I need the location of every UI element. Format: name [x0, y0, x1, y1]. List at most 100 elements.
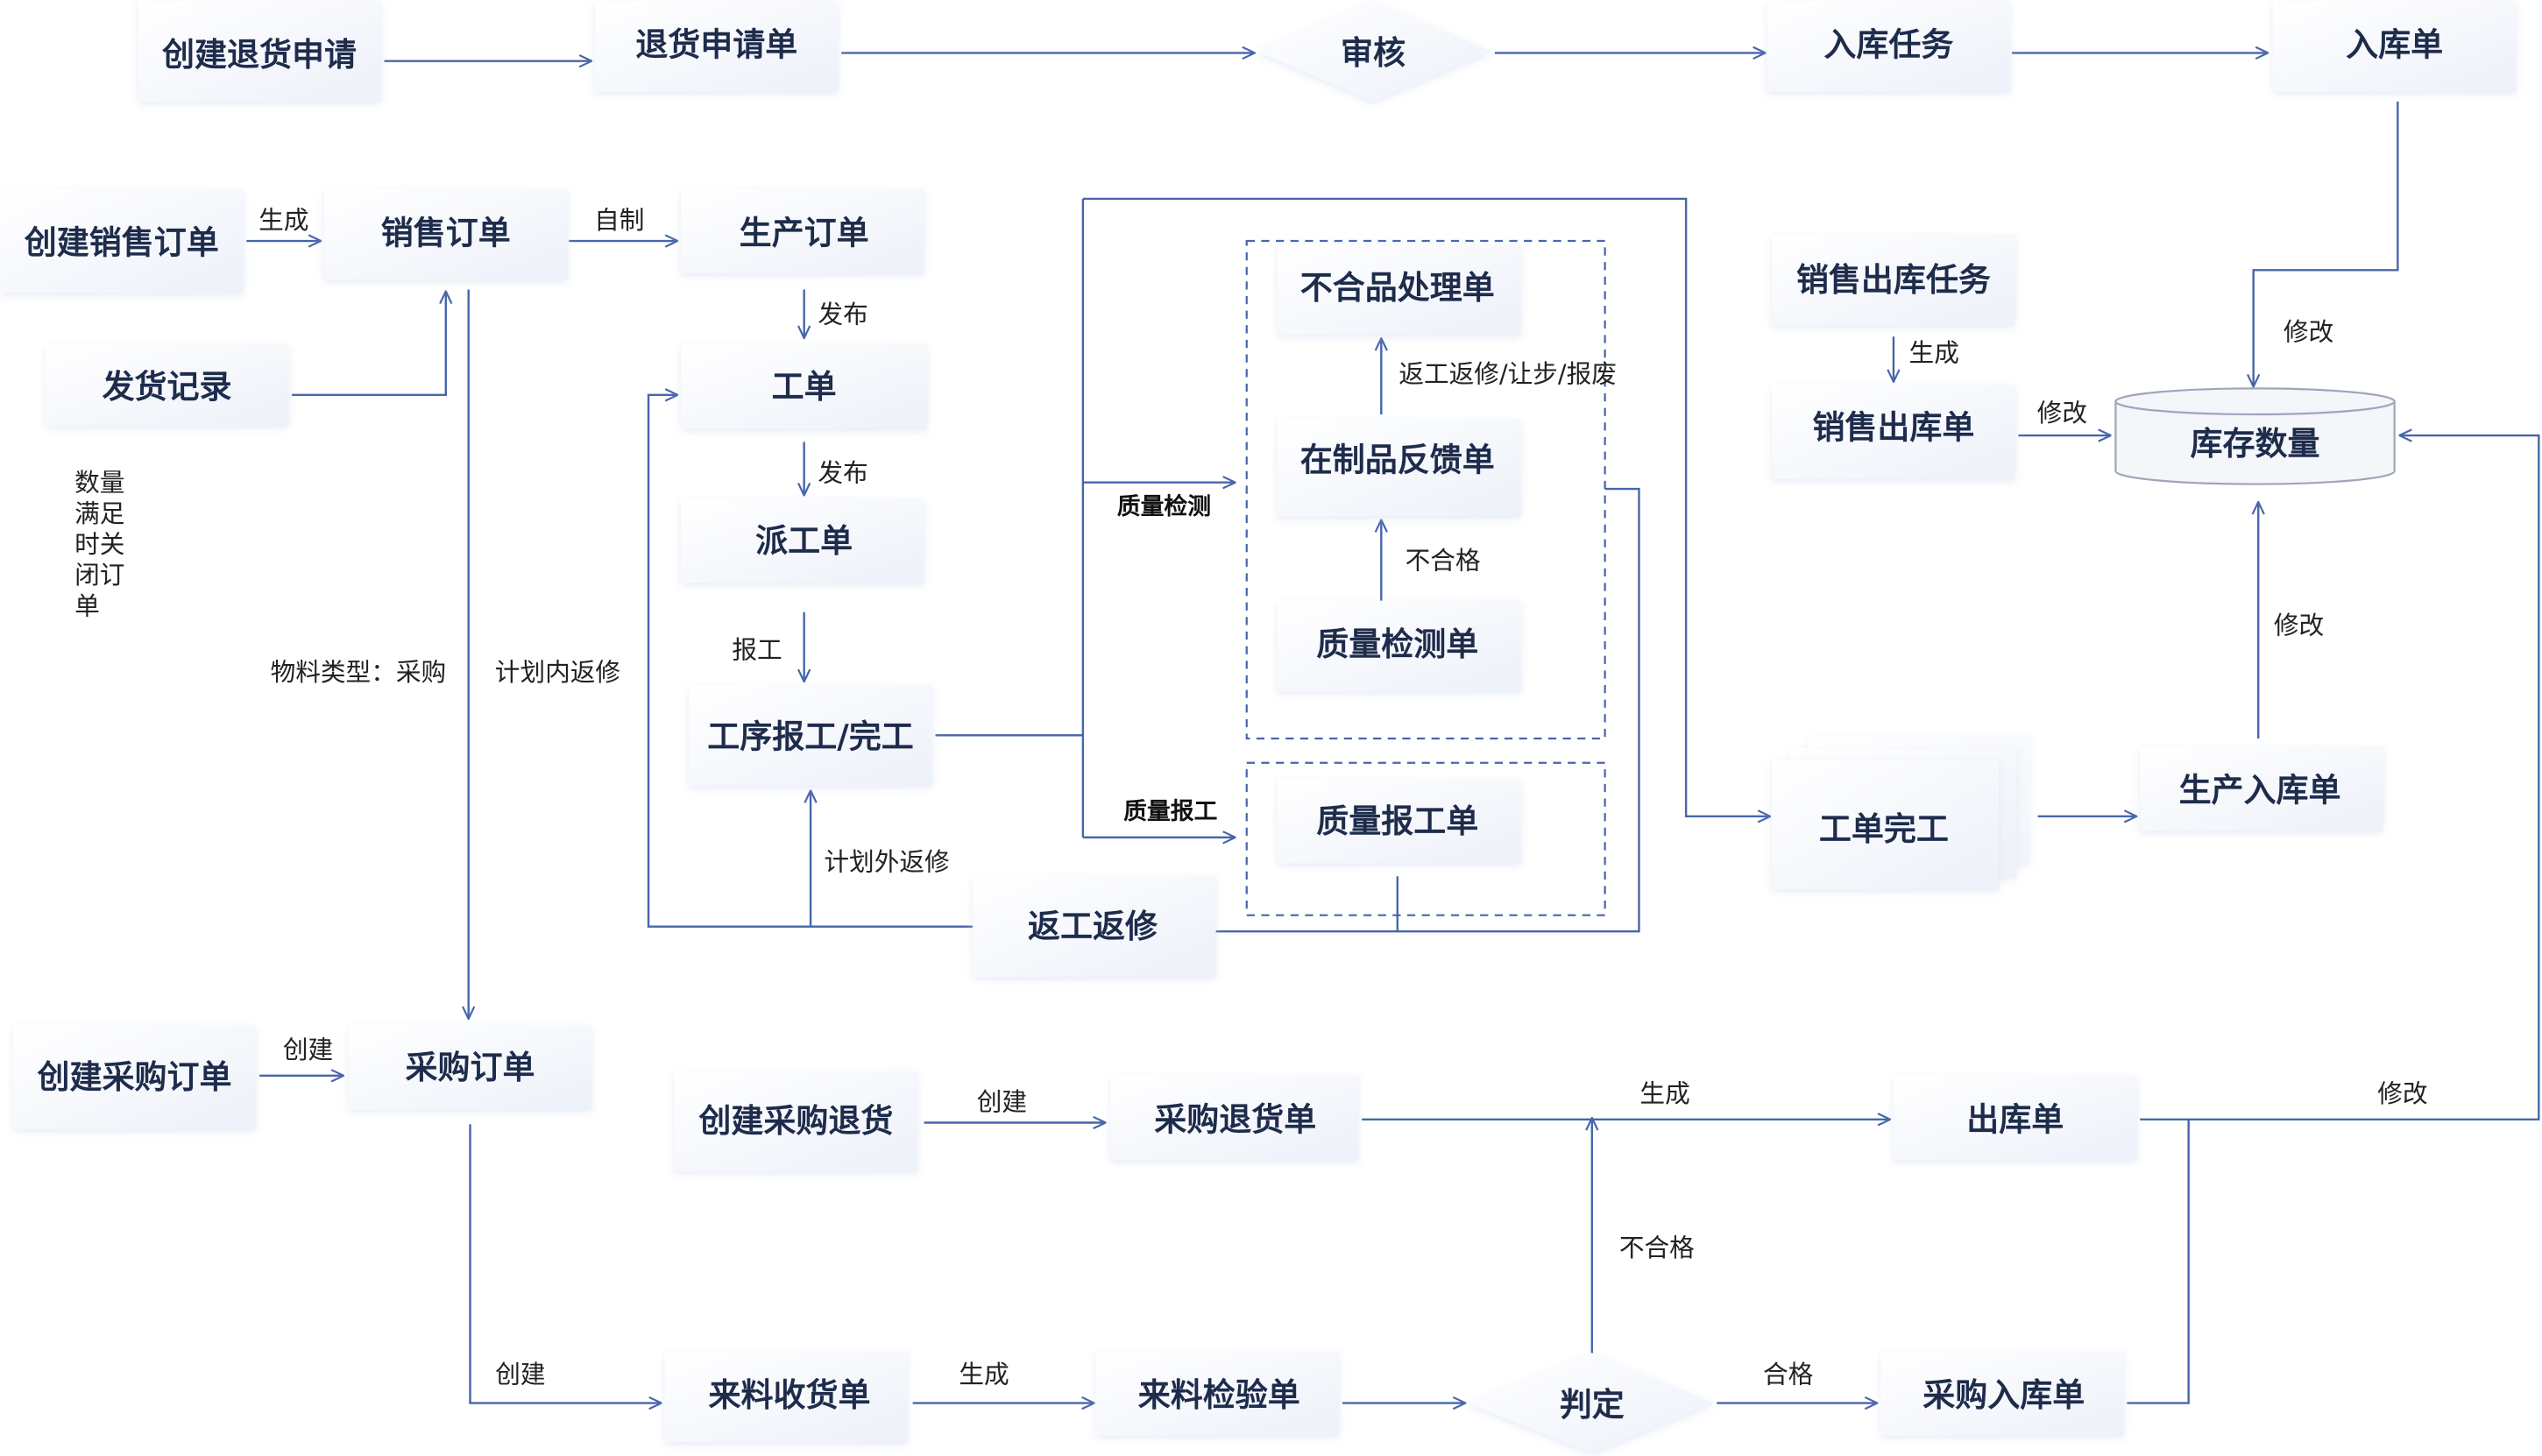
label-rework-options: 返工返修/让步/报废 — [1398, 359, 1617, 389]
node-label: 判定 — [1560, 1386, 1625, 1424]
label-unplanned-rework: 计划外返修 — [824, 847, 949, 877]
label-publish-1: 发布 — [818, 299, 867, 329]
edge-purchase-inbound-to-modify-line — [2127, 1119, 2190, 1404]
node-label: 创建退货申请 — [161, 36, 357, 74]
node-label: 工单完工 — [1819, 810, 1949, 848]
node-purchase-inbound: 采购入库单 — [1880, 1351, 2124, 1436]
node-create-purchase-return: 创建采购退货 — [674, 1071, 918, 1172]
node-purchase-order: 采购订单 — [348, 1025, 592, 1110]
node-purchase-return-form: 采购退货单 — [1110, 1075, 1359, 1161]
node-wip-feedback: 在制品反馈单 — [1277, 419, 1521, 517]
node-incoming-inspection: 来料检验单 — [1095, 1351, 1340, 1436]
label-generate-outbound: 生成 — [1909, 338, 1959, 368]
node-quality-report-form: 质量报工单 — [1277, 779, 1521, 864]
label-material-purchase: 物料类型：采购 — [271, 657, 447, 687]
label-quality-report: 质量报工 — [1123, 798, 1217, 825]
node-label: 不合品处理单 — [1300, 269, 1495, 307]
node-create-purchase-order: 创建采购订单 — [12, 1025, 257, 1129]
node-label: 入库单 — [2346, 26, 2443, 64]
label-generate-out-form: 生成 — [1639, 1078, 1689, 1108]
node-sales-outbound-form: 销售出库单 — [1772, 385, 2015, 480]
node-production-order: 生产订单 — [681, 188, 924, 274]
note-line: 满足 — [74, 498, 124, 528]
quality-group-box — [1245, 239, 1606, 740]
note-line: 单 — [74, 590, 100, 620]
node-label: 创建采购订单 — [37, 1058, 232, 1096]
node-sales-order: 销售订单 — [324, 188, 568, 280]
node-rework: 返工返修 — [973, 876, 1216, 977]
node-label: 审核 — [1341, 34, 1406, 72]
edge-inbound-form-to-inventory — [2254, 101, 2399, 387]
node-quality-inspection-form: 质量检测单 — [1277, 600, 1521, 692]
label-unqualified-2: 不合格 — [1619, 1233, 1695, 1262]
node-label: 生产入库单 — [2179, 772, 2341, 809]
node-label: 生产订单 — [740, 214, 869, 251]
label-modify-1: 修改 — [2037, 398, 2087, 428]
node-shipment-record: 发货记录 — [45, 344, 289, 426]
close-order-note: 数量 满足 时关 闭订 单 — [74, 468, 124, 621]
node-label: 工序报工/完工 — [707, 718, 914, 756]
quality-report-group-box — [1245, 761, 1606, 916]
node-nonconforming-form: 不合品处理单 — [1277, 244, 1521, 336]
node-label: 发货记录 — [103, 368, 232, 406]
label-unqualified-1: 不合格 — [1406, 546, 1481, 576]
label-create-3: 创建 — [977, 1086, 1027, 1116]
node-label: 返工返修 — [1028, 908, 1158, 945]
label-quality-check: 质量检测 — [1117, 492, 1211, 520]
node-label: 来料检验单 — [1138, 1376, 1300, 1414]
node-label: 销售出库任务 — [1796, 261, 1991, 299]
node-judgment-diamond: 判定 — [1467, 1353, 1714, 1453]
node-dispatch-order: 派工单 — [681, 498, 924, 583]
label-generate-sales: 生成 — [258, 205, 308, 235]
label-generate-inspection: 生成 — [959, 1359, 1009, 1389]
note-line: 数量 — [74, 468, 124, 498]
label-modify-3: 修改 — [2274, 611, 2324, 640]
edge-to-work-order-complete — [1082, 197, 1770, 816]
label-create-2: 创建 — [495, 1359, 545, 1389]
edge-outbound-to-inventory — [2140, 435, 2540, 1121]
note-line: 时关 — [74, 529, 124, 559]
node-work-order: 工单 — [681, 344, 928, 429]
node-label: 在制品反馈单 — [1300, 441, 1495, 478]
node-label: 创建销售订单 — [24, 223, 219, 261]
label-planned-rework: 计划内返修 — [495, 657, 620, 687]
node-label: 来料收货单 — [709, 1376, 871, 1414]
label-report-work: 报工 — [732, 634, 782, 664]
edges — [246, 53, 2540, 1404]
node-label: 销售出库单 — [1812, 408, 1974, 446]
node-label: 销售订单 — [381, 214, 511, 251]
node-label: 质量报工单 — [1316, 802, 1478, 840]
note-line: 闭订 — [74, 560, 124, 590]
edge-quality-group-to-rework — [1193, 487, 1640, 931]
label-publish-2: 发布 — [818, 458, 867, 488]
node-outbound-form: 出库单 — [1893, 1075, 2137, 1161]
node-label: 入库任务 — [1823, 26, 1953, 64]
node-review-diamond: 审核 — [1256, 1, 1492, 102]
node-process-report: 工序报工/完工 — [689, 684, 932, 786]
node-inbound-task: 入库任务 — [1767, 1, 2011, 92]
node-create-return-request: 创建退货申请 — [138, 1, 381, 102]
node-inbound-form: 入库单 — [2272, 1, 2517, 92]
node-label: 采购退货单 — [1154, 1100, 1316, 1138]
label-self-made: 自制 — [594, 205, 644, 235]
node-label: 退货申请单 — [635, 26, 797, 64]
node-work-order-complete: 工单完工 — [1772, 735, 2030, 890]
node-label: 质量检测单 — [1316, 626, 1478, 663]
label-modify-4: 修改 — [2377, 1078, 2427, 1108]
node-label: 采购订单 — [406, 1049, 535, 1086]
edge-purchase-order-to-receipt — [469, 1124, 662, 1403]
node-label: 工单 — [772, 368, 837, 406]
label-modify-2: 修改 — [2284, 317, 2333, 347]
node-label: 创建采购退货 — [697, 1102, 893, 1140]
label-create-1: 创建 — [283, 1035, 333, 1064]
node-incoming-receipt: 来料收货单 — [664, 1351, 909, 1442]
node-create-sales-order: 创建销售订单 — [0, 188, 244, 293]
node-label: 出库单 — [1966, 1100, 2064, 1138]
node-label: 采购入库单 — [1922, 1376, 2085, 1414]
node-sales-outbound-task: 销售出库任务 — [1772, 234, 2015, 326]
label-qualified: 合格 — [1763, 1359, 1813, 1389]
edge-labels: 生成 自制 发布 发布 报工 物料类型：采购 计划内返修 计划外返修 质量检测 … — [258, 205, 2427, 1389]
node-label: 派工单 — [755, 522, 853, 560]
node-label: 库存数量 — [2191, 425, 2320, 463]
